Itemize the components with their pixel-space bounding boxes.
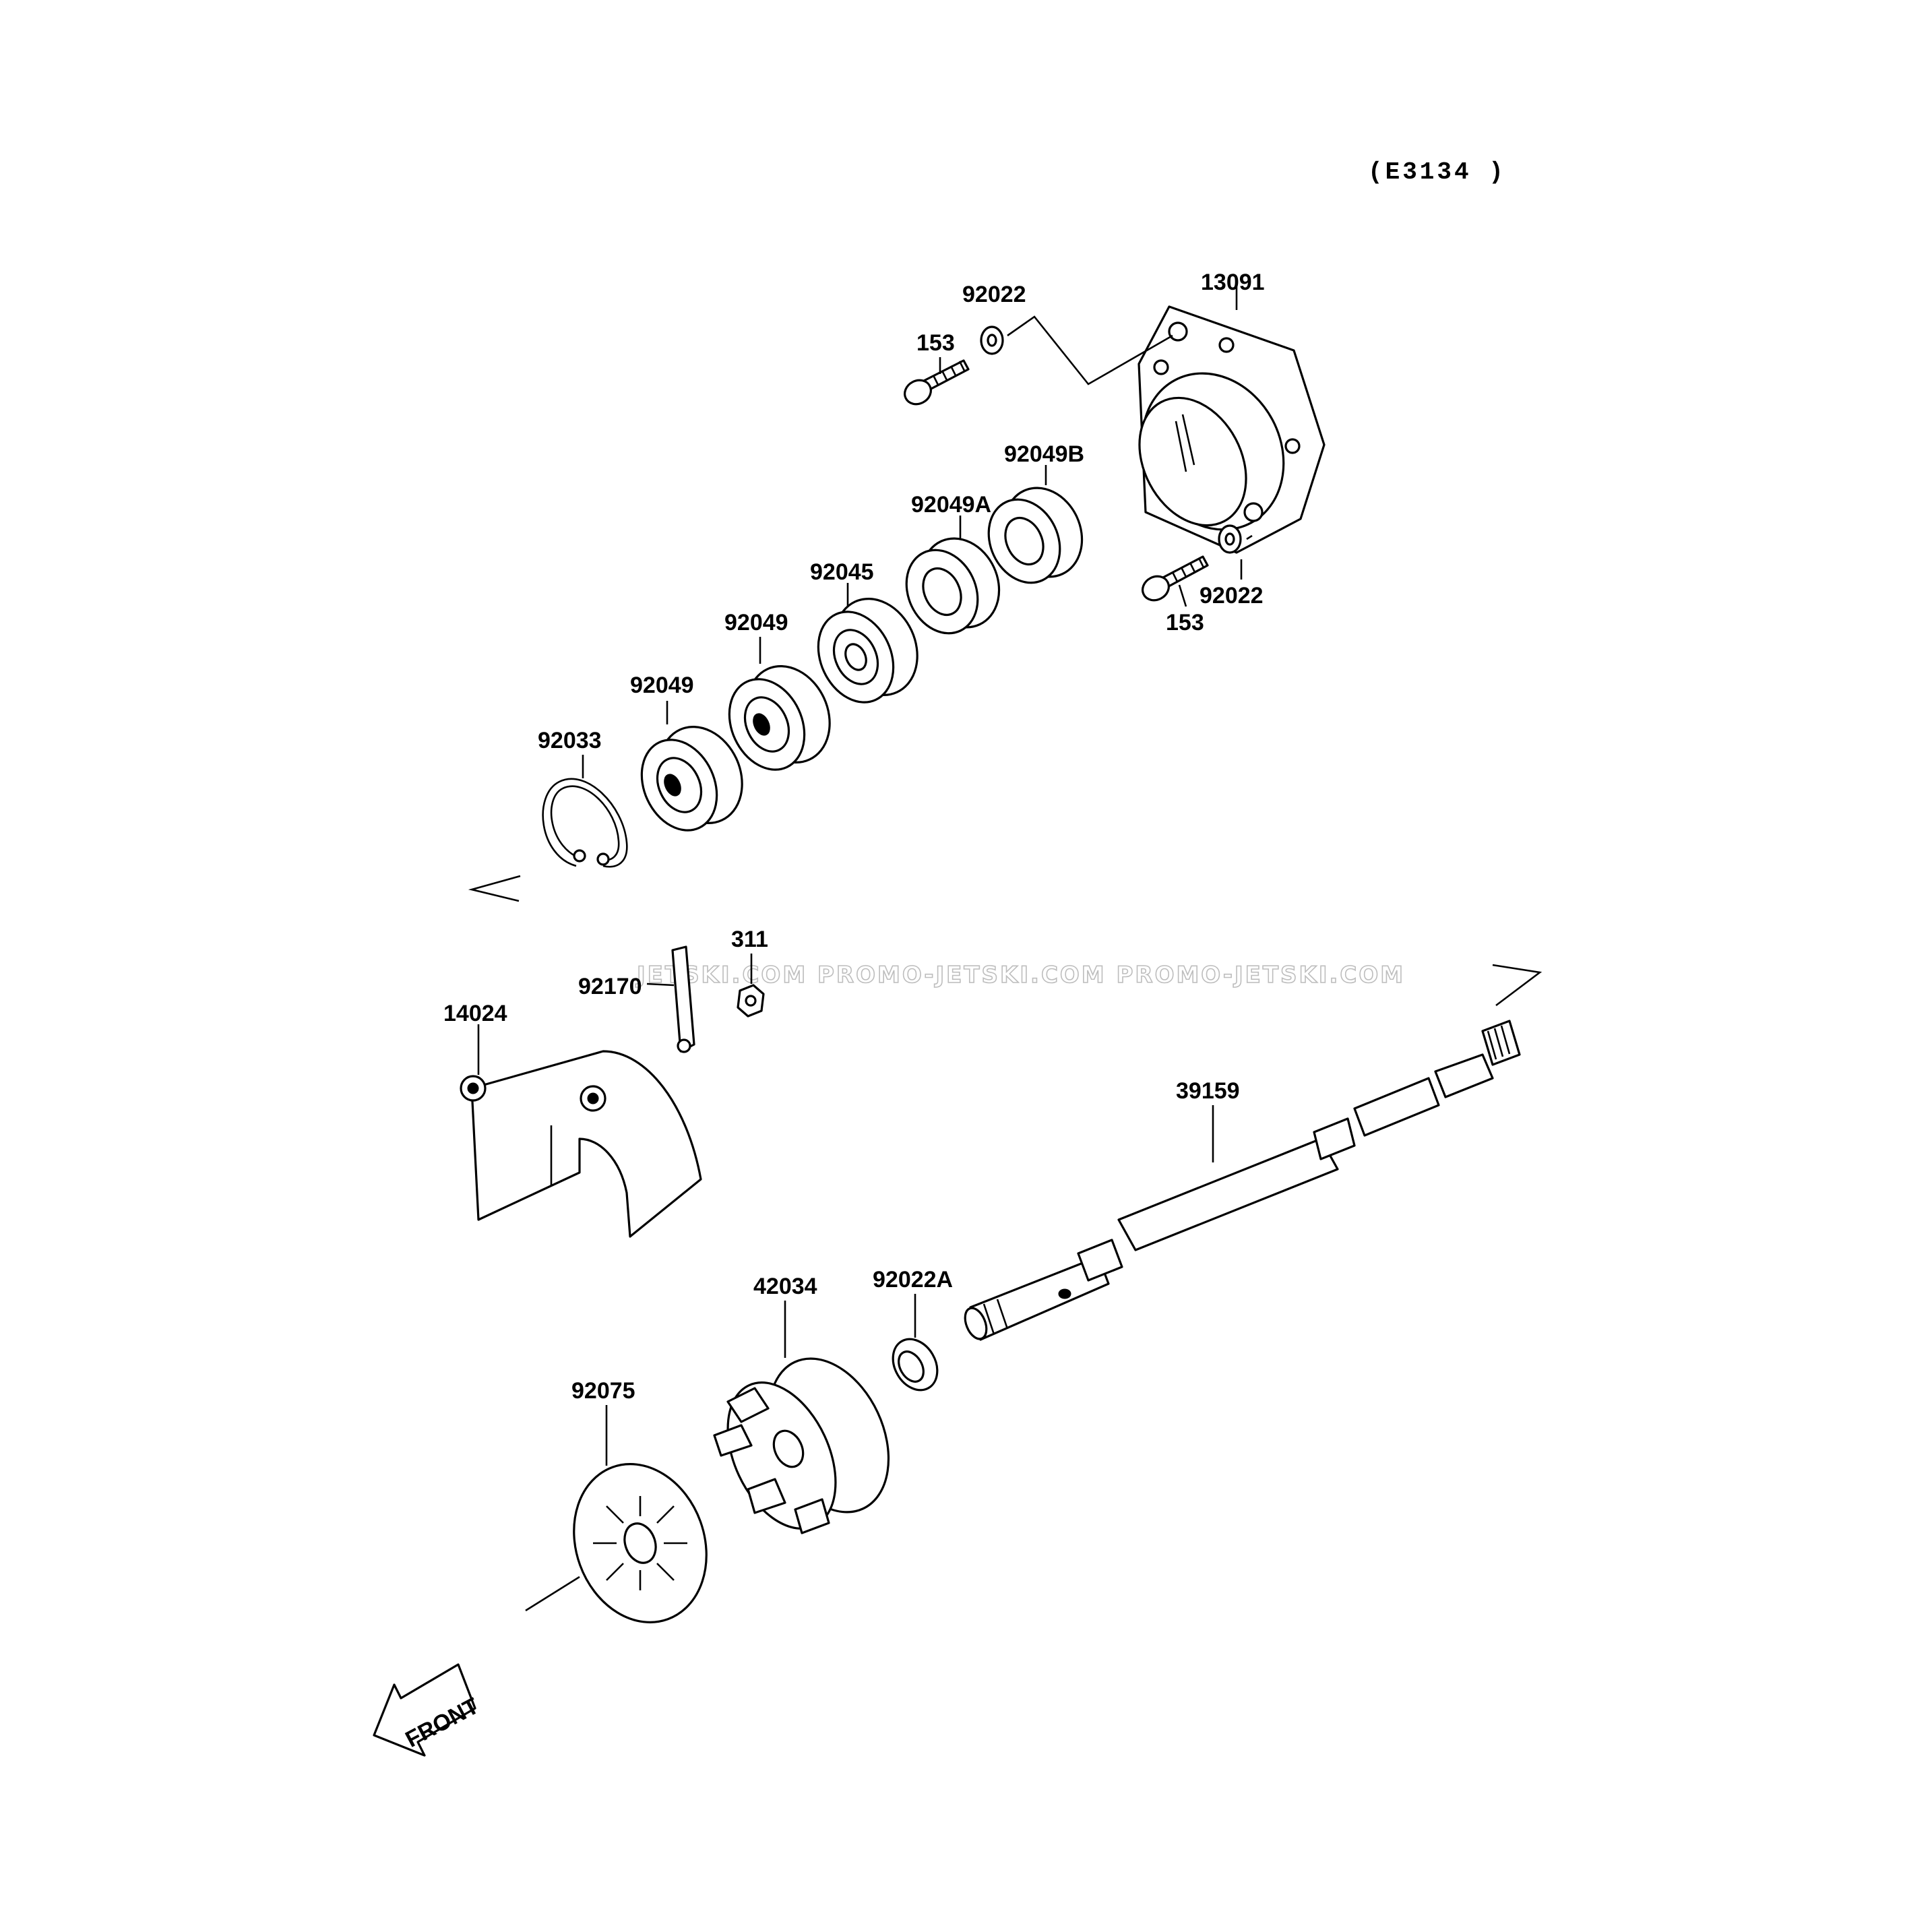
label-92170: 92170 [578, 974, 642, 999]
label-92022-bottom: 92022 [1199, 583, 1264, 609]
nut-311 [737, 984, 765, 1018]
label-14024: 14024 [443, 1001, 507, 1026]
cover-14024 [460, 1050, 702, 1238]
circlip-92033 [542, 778, 628, 868]
bolt-153-top [904, 359, 970, 406]
oil-seal-92049-lower [640, 725, 743, 832]
guide-line-damper [525, 1576, 580, 1612]
bolt-153-bottom [1142, 555, 1209, 602]
drive-shaft-39159 [964, 1020, 1521, 1341]
guide-chevron-right [1492, 964, 1543, 1007]
label-92022A: 92022A [873, 1267, 953, 1292]
label-153-bottom: 153 [1166, 610, 1204, 635]
leader-153-bottom [1178, 584, 1187, 607]
ball-bearing-92045 [817, 597, 918, 704]
oil-seal-92049B [987, 487, 1084, 584]
leader-92022-bottom [1240, 534, 1253, 580]
label-92022-top: 92022 [962, 282, 1026, 307]
washer-92022-bottom [1218, 524, 1242, 554]
damper-92075 [573, 1463, 708, 1623]
label-92049B: 92049B [1004, 441, 1084, 467]
oil-seal-92049-upper [728, 664, 831, 771]
oil-seal-92049A [905, 537, 1001, 635]
leader-92170 [646, 983, 675, 987]
label-42034: 42034 [753, 1274, 817, 1299]
washer-92022-top [980, 325, 1004, 355]
front-direction-arrow: FRONT [373, 1663, 483, 1757]
guide-chevron-left [468, 875, 521, 902]
label-153-top: 153 [916, 330, 955, 356]
diagram-code: (E3134 ) [1368, 158, 1506, 186]
bearing-housing-13091 [1138, 305, 1326, 554]
coupling-42034 [713, 1357, 890, 1534]
label-92045: 92045 [810, 559, 874, 585]
strap-92170 [671, 945, 695, 1053]
label-92075: 92075 [571, 1378, 635, 1404]
leader-92022-top [1007, 315, 1173, 385]
watermark-text: JETSKI.COM PROMO-JETSKI.COM PROMO-JETSKI… [635, 962, 1405, 989]
label-92049A: 92049A [911, 492, 991, 518]
label-92033: 92033 [538, 728, 602, 753]
label-311: 311 [731, 927, 768, 952]
washer-92022A [892, 1338, 939, 1392]
label-39159: 39159 [1176, 1078, 1240, 1104]
label-13091: 13091 [1201, 270, 1265, 295]
label-92049-upper: 92049 [724, 610, 788, 635]
label-92049-lower: 92049 [630, 673, 694, 698]
